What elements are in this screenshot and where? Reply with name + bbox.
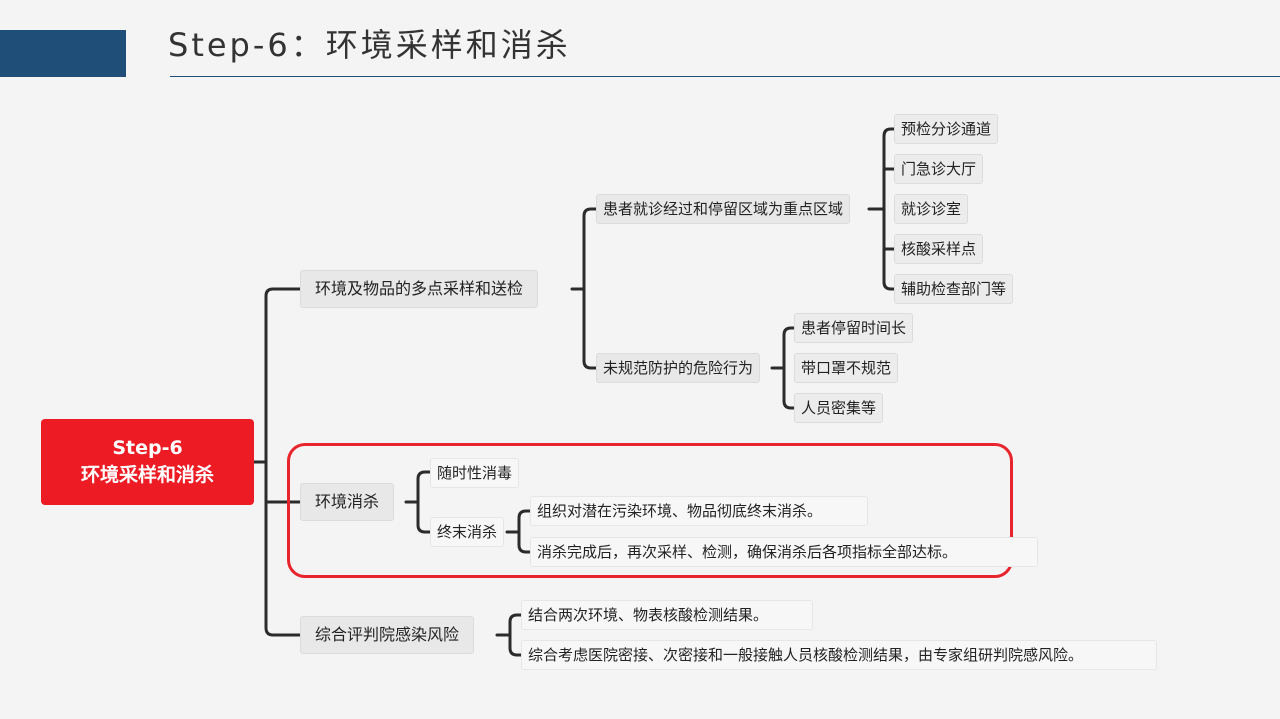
root-node[interactable]: Step-6 环境采样和消杀 [41, 419, 254, 505]
node-terminal-item[interactable]: 消杀完成后，再次采样、检测，确保消杀后各项指标全部达标。 [530, 537, 1038, 567]
title-accent-bar [0, 30, 126, 77]
node-key-area-item[interactable]: 门急诊大厅 [894, 154, 984, 184]
connector-root-trunk [264, 287, 302, 637]
node-key-area-item[interactable]: 就诊诊室 [894, 194, 969, 224]
connector-disinfection-trunk [416, 470, 432, 534]
connector-risk-trunk [782, 326, 796, 410]
node-key-area-item[interactable]: 预检分诊通道 [894, 114, 999, 144]
node-terminal[interactable]: 终末消杀 [430, 517, 505, 547]
connector-terminal-trunk [517, 509, 532, 554]
root-line-1: Step-6 [112, 437, 183, 460]
node-terminal-item[interactable]: 组织对潜在污染环境、物品彻底终末消杀。 [530, 496, 868, 526]
title-underline [170, 76, 1280, 77]
connector-assessment-trunk [508, 613, 523, 657]
node-risk-item[interactable]: 人员密集等 [794, 393, 884, 423]
node-key-area-item[interactable]: 辅助检查部门等 [894, 274, 1014, 304]
node-assessment[interactable]: 综合评判院感染风险 [300, 616, 475, 654]
node-key-area-item[interactable]: 核酸采样点 [894, 234, 984, 264]
connector-key-area-trunk [882, 127, 896, 291]
node-assessment-item[interactable]: 综合考虑医院密接、次密接和一般接触人员核酸检测结果，由专家组研判院感风险。 [521, 640, 1157, 670]
disinfection-highlight-frame [287, 443, 1013, 578]
node-assessment-item[interactable]: 结合两次环境、物表核酸检测结果。 [521, 600, 813, 630]
root-line-2: 环境采样和消杀 [80, 464, 214, 486]
connector-sampling-trunk [582, 207, 598, 370]
node-risk-item[interactable]: 带口罩不规范 [794, 353, 899, 383]
node-risk[interactable]: 未规范防护的危险行为 [596, 353, 761, 383]
page-title: Step-6：环境采样和消杀 [168, 26, 571, 64]
node-key-area[interactable]: 患者就诊经过和停留区域为重点区域 [596, 194, 851, 224]
node-disinfection[interactable]: 环境消杀 [300, 483, 395, 521]
node-random-disinfection[interactable]: 随时性消毒 [430, 458, 520, 488]
node-sampling[interactable]: 环境及物品的多点采样和送检 [300, 270, 539, 308]
node-risk-item[interactable]: 患者停留时间长 [794, 313, 914, 343]
